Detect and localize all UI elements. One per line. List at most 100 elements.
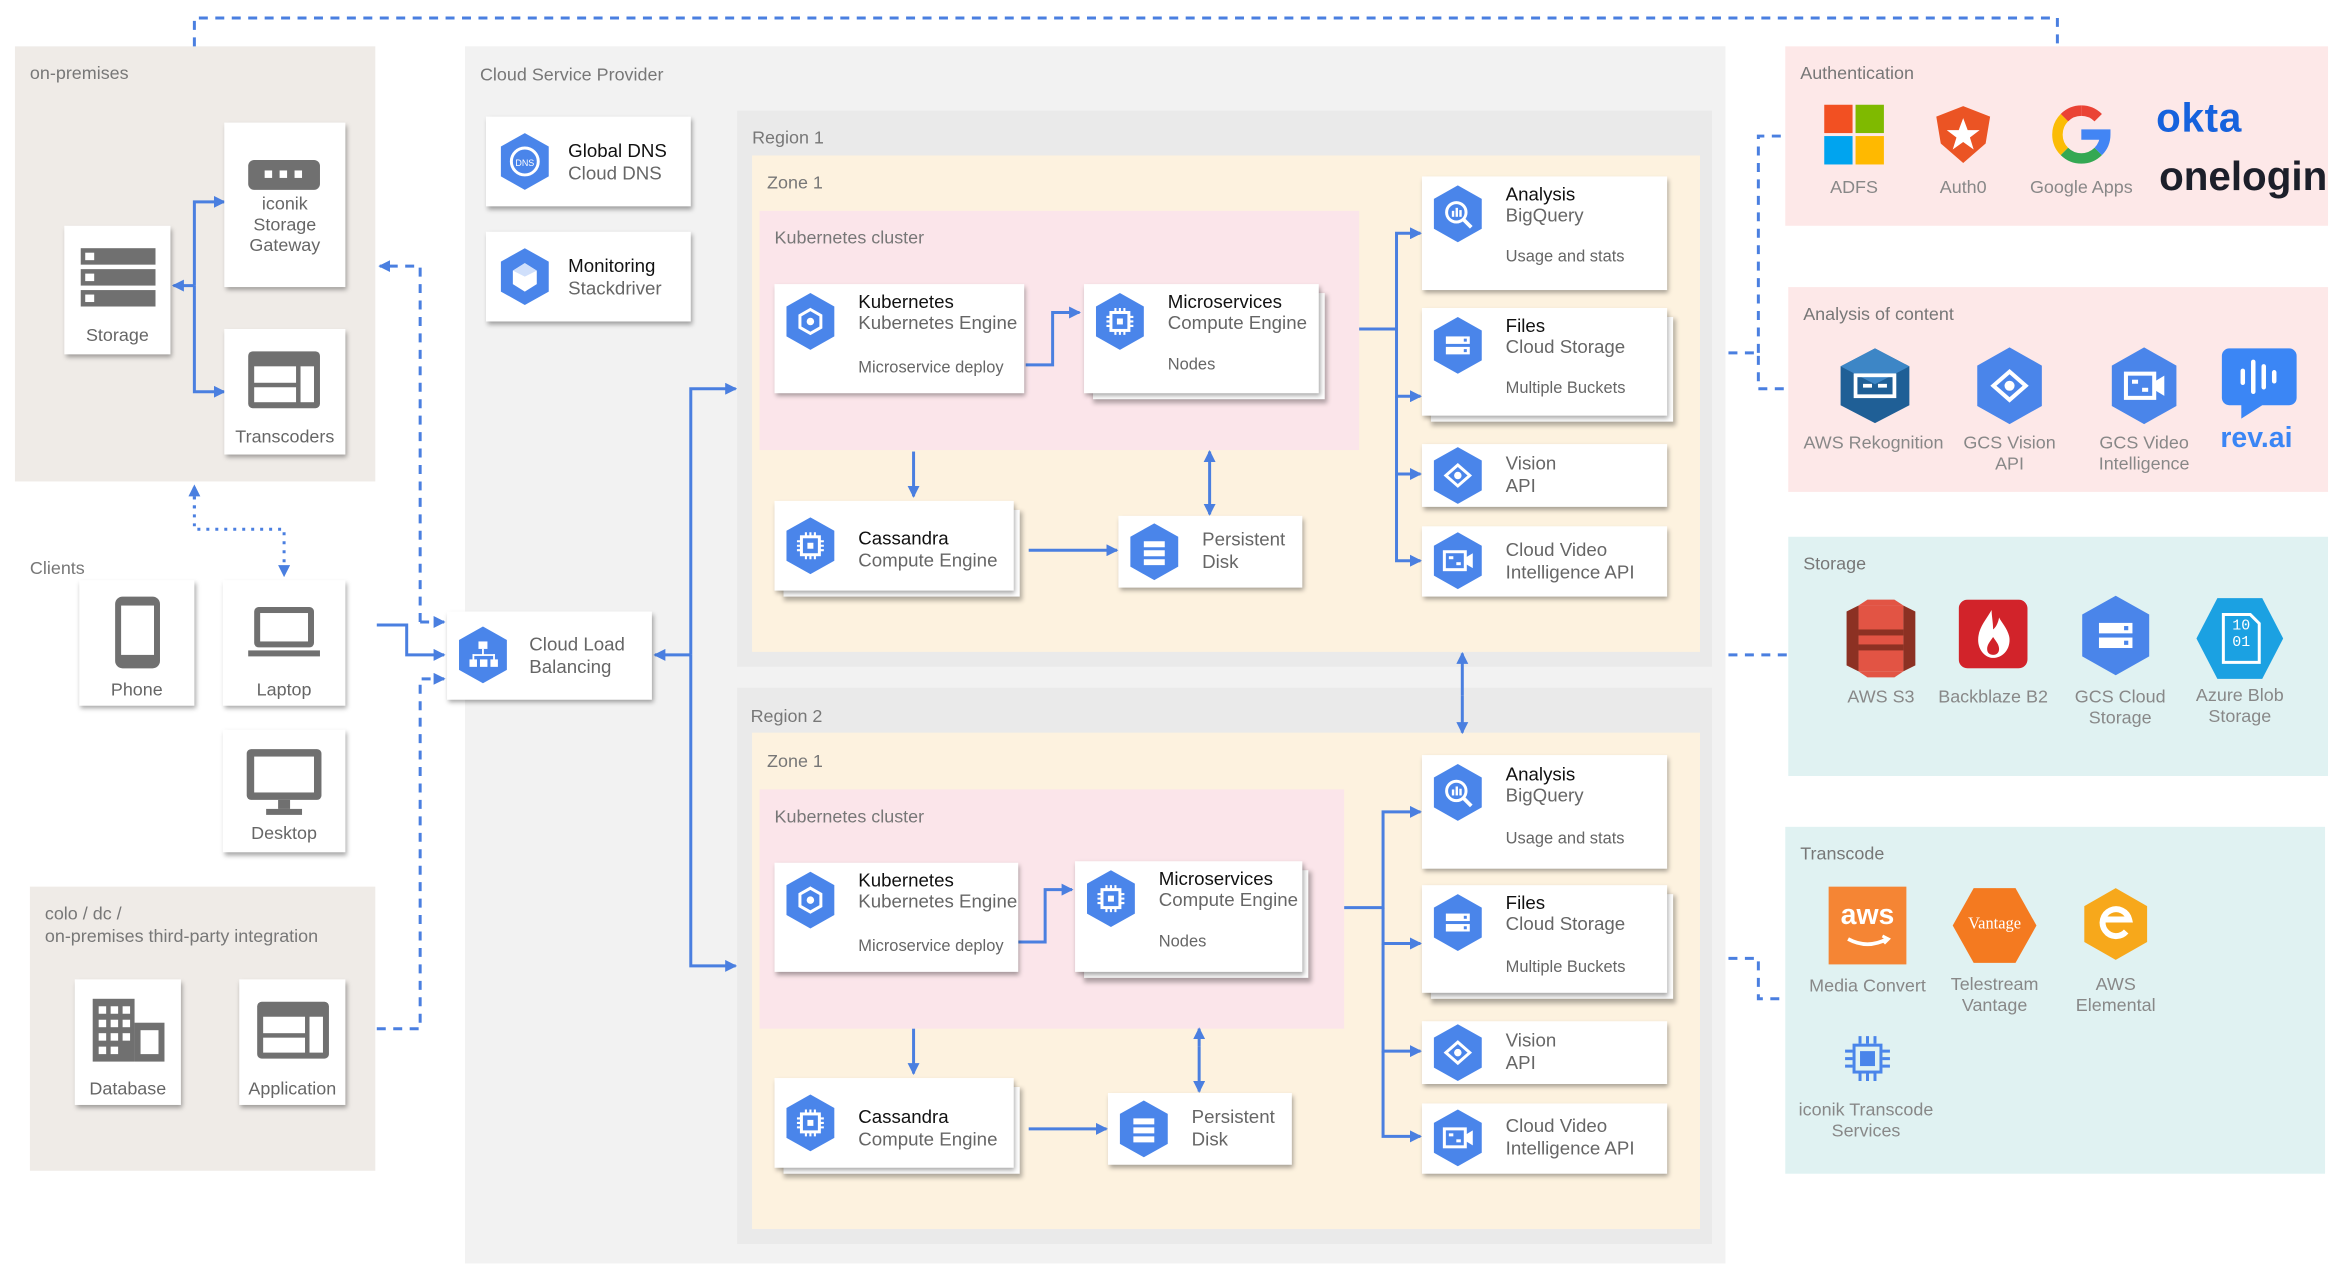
monitoring-title: Monitoring <box>568 255 656 277</box>
application-caption: Application <box>248 1078 337 1099</box>
phone-icon <box>115 596 160 669</box>
r1-vision-card[interactable]: Vision API <box>1421 444 1668 507</box>
onprem-laptop-link <box>192 487 291 578</box>
dns-sub: Cloud DNS <box>568 162 662 184</box>
aws-s3-logo-icon <box>1846 599 1916 678</box>
r2-vision-card[interactable]: Vision API <box>1421 1021 1668 1085</box>
r1-microservices-sub: Compute Engine <box>1167 312 1307 334</box>
r2-microservices-card[interactable]: Microservices Compute Engine Nodes <box>1075 861 1303 972</box>
r2-fanout-link <box>1344 805 1422 910</box>
r2-kubernetes-card[interactable]: Kubernetes Kubernetes Engine Microservic… <box>774 862 1019 972</box>
phone-card[interactable]: Phone <box>79 580 195 706</box>
region-2-cluster-label: Kubernetes cluster <box>774 805 925 827</box>
bigquery-icon <box>1433 764 1482 821</box>
auth0-logo-icon <box>1936 106 1991 163</box>
r1-vision-link <box>1395 396 1422 480</box>
r1-analysis-card[interactable]: Analysis BigQuery Usage and stats <box>1421 176 1668 291</box>
video-intelligence-icon <box>1433 1109 1482 1167</box>
load-balancer-sub: Balancing <box>529 656 612 678</box>
lb-region1-link <box>689 382 738 655</box>
r1-kubernetes-card[interactable]: Kubernetes Kubernetes Engine Microservic… <box>774 284 1025 394</box>
transcoders-card[interactable]: Transcoders <box>224 328 346 455</box>
vision-api-icon <box>1433 447 1482 504</box>
r2-disk-card[interactable]: Persistent Disk <box>1107 1092 1292 1165</box>
compute-engine-icon <box>1087 870 1135 928</box>
database-card[interactable]: Database <box>74 979 181 1105</box>
r2-cassandra-title: Cassandra <box>858 1106 949 1128</box>
authentication-label: Authentication <box>1800 62 1914 84</box>
top-dashed-link <box>192 16 2059 47</box>
gcs-vision-logo-icon <box>1977 347 2042 425</box>
r1-cassandra-title: Cassandra <box>858 527 949 549</box>
vantage-logo-text: Vantage <box>1968 915 2022 934</box>
persistent-disk-icon <box>1119 1100 1168 1158</box>
dns-card[interactable]: DNS Global DNS Cloud DNS <box>485 116 691 207</box>
r2-kubernetes-sub: Kubernetes Engine <box>858 891 1018 913</box>
r1-disk-card[interactable]: Persistent Disk <box>1118 515 1303 588</box>
r1-files-note: Multiple Buckets <box>1505 379 1626 398</box>
database-caption: Database <box>89 1078 167 1099</box>
r1-vision-title: Vision <box>1505 453 1557 474</box>
region-2-zone-label: Zone 1 <box>767 750 823 772</box>
kubernetes-icon <box>786 293 835 350</box>
cloud-auth-link <box>1756 134 1786 353</box>
r2-files-card[interactable]: Files Cloud Storage Multiple Buckets <box>1421 885 1668 993</box>
transcode-area <box>1785 826 2326 1174</box>
r2-kubernetes-title: Kubernetes <box>858 870 954 892</box>
r2-kubernetes-note: Microservice deploy <box>858 937 1004 956</box>
adfs-caption: ADFS <box>1830 176 1878 198</box>
transcoders-icon <box>248 351 320 409</box>
vantage-logo-icon: Vantage <box>1951 887 2038 965</box>
r1-files-title: Files <box>1505 315 1546 337</box>
application-card[interactable]: Application <box>239 979 346 1105</box>
r2-vision-title: Vision <box>1505 1030 1557 1052</box>
r1-video-link <box>1395 473 1422 567</box>
vision-api-icon <box>1433 1024 1482 1082</box>
laptop-card[interactable]: Laptop <box>222 580 346 706</box>
r1-analysis-title: Analysis <box>1505 183 1576 205</box>
monitoring-card[interactable]: Monitoring Stackdriver <box>485 231 691 322</box>
storage-card[interactable]: Storage <box>64 225 171 355</box>
persistent-disk-icon <box>1130 523 1179 581</box>
r2-files-sub: Cloud Storage <box>1505 913 1626 935</box>
onprem-label: on-premises <box>29 62 129 84</box>
r2-video-title: Cloud Video <box>1505 1115 1608 1137</box>
azure-blob-caption: Azure Blob Storage <box>2195 684 2284 727</box>
r1-k8s-micro-link <box>1025 306 1082 367</box>
load-balancer-card[interactable]: Cloud Load Balancing <box>447 611 652 700</box>
vantage-caption: Telestream Vantage <box>1950 973 2039 1016</box>
gcs-storage-logo-icon <box>2082 595 2150 676</box>
r1-analysis-sub: BigQuery <box>1505 204 1584 226</box>
backblaze-logo-icon <box>1958 599 2028 669</box>
storage-transcoders-link <box>192 285 226 398</box>
r2-vision-link <box>1381 943 1422 1058</box>
r2-video-card[interactable]: Cloud Video Intelligence API <box>1421 1103 1668 1174</box>
r1-video-card[interactable]: Cloud Video Intelligence API <box>1421 526 1668 597</box>
region-2-label: Region 2 <box>750 705 823 727</box>
compute-engine-icon <box>786 1094 835 1152</box>
cloud-transcode-link <box>1728 956 1786 1001</box>
cloud-provider-label: Cloud Service Provider <box>479 64 664 86</box>
desktop-card[interactable]: Desktop <box>222 729 346 853</box>
r1-microservices-card[interactable]: Microservices Compute Engine Nodes <box>1084 284 1319 394</box>
bigquery-icon <box>1433 185 1482 243</box>
region-1-label: Region 1 <box>752 127 824 149</box>
desktop-icon <box>246 749 322 815</box>
rekognition-logo-icon <box>1840 348 1910 424</box>
r1-cassandra-card[interactable]: Cassandra Compute Engine <box>774 500 1014 591</box>
transcode-label: Transcode <box>1800 843 1885 865</box>
auth0-caption: Auth0 <box>1939 176 1987 198</box>
r2-files-link <box>1381 907 1422 950</box>
gateway-card[interactable]: iconik Storage Gateway <box>224 122 346 288</box>
r2-k8s-micro-link <box>1018 883 1074 944</box>
rekognition-caption: AWS Rekognition <box>1803 432 1944 454</box>
gcs-video-caption: GCS Video Intelligence <box>2098 432 2190 474</box>
r1-video-title: Cloud Video <box>1505 539 1608 561</box>
azure-blob-logo-icon: 10 01 <box>2195 597 2285 681</box>
aws-elemental-logo-icon <box>2084 888 2148 960</box>
r2-microservices-title: Microservices <box>1158 868 1274 890</box>
r2-cassandra-card[interactable]: Cassandra Compute Engine <box>774 1078 1014 1168</box>
r2-analysis-card[interactable]: Analysis BigQuery Usage and stats <box>1421 755 1668 869</box>
r1-files-card[interactable]: Files Cloud Storage Multiple Buckets <box>1421 308 1668 416</box>
